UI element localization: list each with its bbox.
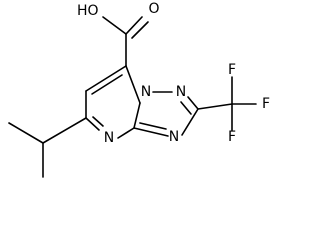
bond-c3a-n8a <box>133 102 141 129</box>
bonds <box>8 16 257 178</box>
bond-n1-c2 <box>187 96 199 110</box>
bond-c7-c6 <box>85 65 127 92</box>
bond-c5-isopropyl <box>42 117 87 144</box>
fluorine-top-label: F <box>228 62 236 78</box>
bond-c5-n4-inner <box>92 116 104 127</box>
bond-n8a-c7 <box>125 65 141 104</box>
bond-n1-c2-inner <box>180 101 192 115</box>
bond-isopropyl-methyl-left <box>8 122 44 144</box>
bond-c-o-double-2 <box>131 21 149 39</box>
pyrimidine-nitrogen-label: N <box>104 130 114 146</box>
chemical-structure-diagram: HO O N N N N F F F <box>8 1 270 178</box>
bond-c-o-double-1 <box>125 16 143 35</box>
fluorine-bottom-label: F <box>228 129 236 145</box>
atom-labels: HO O N N N N F F F <box>77 1 270 146</box>
structure-canvas: HO O N N N N F F F <box>8 1 270 178</box>
hydroxyl-label: HO <box>77 3 99 19</box>
triazole-bottom-nitrogen-label: N <box>169 129 179 145</box>
bond-c-oh <box>102 16 127 35</box>
bond-c7-c6-inner <box>91 74 123 95</box>
bond-c2-n3 <box>181 108 199 136</box>
bond-n4-c3a <box>117 127 135 139</box>
bond-c5-n4 <box>85 117 100 131</box>
bond-n3-c3a-inner <box>139 122 167 130</box>
triazole-top-nitrogen-label: N <box>176 84 186 100</box>
bond-n3-c3a <box>133 127 169 137</box>
fluorine-right-label: F <box>262 96 270 112</box>
bridgehead-nitrogen-label: N <box>141 84 151 100</box>
bond-c2-cf3 <box>197 103 233 110</box>
carbonyl-oxygen-label: O <box>148 1 159 17</box>
